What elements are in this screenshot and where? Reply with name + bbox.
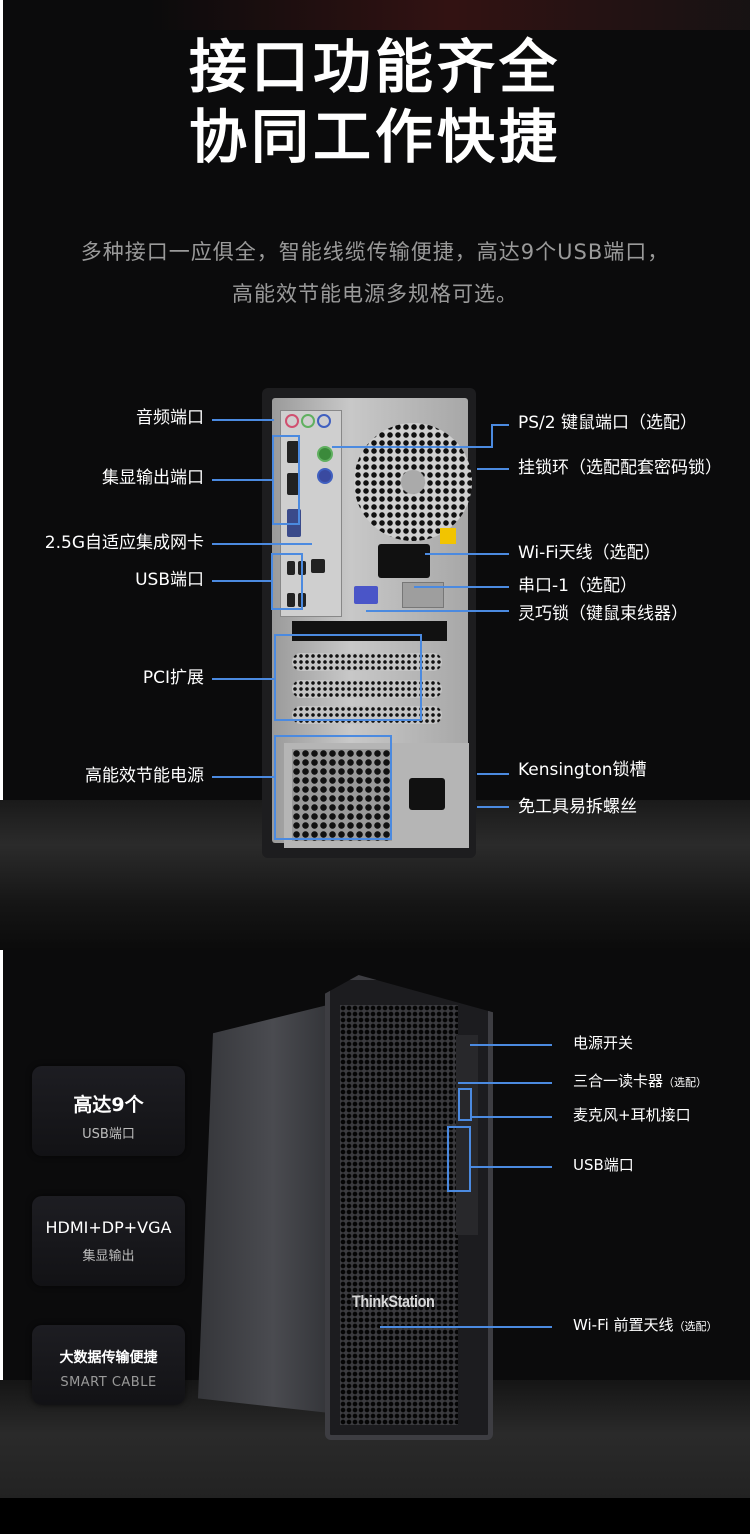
leader-line (212, 678, 274, 680)
wifi-antenna-cover (378, 544, 430, 578)
subtitle-line-2: 高能效节能电源多规格可选。 (232, 282, 518, 306)
label-usb-rear: USB端口 (135, 570, 204, 590)
label-padlock-loop: 挂锁环（选配配套密码锁） (518, 458, 722, 478)
usb-port-icon (287, 561, 295, 575)
leader-line (470, 1044, 552, 1046)
leader-line (380, 1326, 552, 1328)
card-caption: 集显输出 (82, 1249, 135, 1264)
left-edge (0, 0, 3, 1534)
subtitle-line-1: 多种接口一应俱全，智能线缆传输便捷，高达9个USB端口， (80, 240, 670, 264)
label-kensington: Kensington锁槽 (518, 760, 647, 780)
power-socket-icon (409, 778, 445, 810)
feature-card-smart-cable: 大数据传输便捷 SMART CABLE (32, 1325, 185, 1405)
displayport-icon (287, 441, 299, 463)
front-mesh (340, 1005, 458, 1425)
label-display-output: 集显输出端口 (102, 468, 204, 488)
optional-note: （选配） (673, 1320, 718, 1333)
warning-label-icon (440, 528, 456, 544)
label-serial-port: 串口-1（选配） (518, 576, 637, 596)
label-tool-free-screw: 免工具易拆螺丝 (518, 797, 637, 817)
audio-jack-green-icon (301, 414, 315, 428)
pci-slot-cover (292, 680, 442, 698)
rear-case-image (262, 388, 476, 858)
leader-line (471, 1116, 552, 1118)
leader-line (425, 553, 509, 555)
feature-card-usb: 高达9个 USB端口 (32, 1066, 185, 1156)
label-text: 电源开关 (573, 1034, 634, 1052)
card-caption: USB端口 (82, 1127, 135, 1142)
front-io-panel (456, 1035, 478, 1235)
pci-slot-cover (292, 653, 442, 671)
label-front-wifi-antenna: Wi-Fi 前置天线（选配） (573, 1318, 718, 1333)
leader-line (477, 773, 509, 775)
leader-line (212, 479, 272, 481)
label-audio-port: 音频端口 (136, 408, 204, 428)
leader-line (414, 586, 509, 588)
tower-side-panel (198, 1000, 348, 1415)
label-text: 三合一读卡器 (573, 1072, 664, 1090)
leader-line (491, 424, 493, 448)
card-caption: SMART CABLE (60, 1375, 157, 1390)
leader-line (212, 776, 274, 778)
label-usb-front: USB端口 (573, 1158, 634, 1173)
rear-plate (272, 398, 472, 848)
label-pci: PCI扩展 (142, 668, 204, 688)
card-headline: 高达9个 (73, 1094, 144, 1116)
label-card-reader: 三合一读卡器（选配） (573, 1074, 707, 1089)
leader-line (477, 468, 509, 470)
feature-card-display: HDMI+DP+VGA 集显输出 (32, 1196, 185, 1286)
label-power-button: 电源开关 (573, 1036, 633, 1051)
label-text: 麦克风+耳机接口 (573, 1106, 691, 1124)
audio-jack-blue-icon (317, 414, 331, 428)
front-usb-highlight (447, 1126, 471, 1192)
ethernet-port-icon (311, 559, 325, 573)
page-title-line-2: 协同工作快捷 (188, 103, 561, 171)
leader-line (332, 446, 492, 448)
tower-front-image: ThinkStation (325, 975, 493, 1440)
label-ps2: PS/2 键鼠端口（选配） (518, 413, 697, 433)
leader-line (458, 1082, 552, 1084)
leader-line (477, 806, 509, 808)
graphics-slot (292, 621, 447, 641)
label-smart-lock: 灵巧锁（键鼠束线器） (518, 604, 688, 624)
pci-highlight (274, 634, 422, 721)
card-headline: 大数据传输便捷 (59, 1350, 158, 1366)
label-text: USB端口 (573, 1156, 634, 1174)
leader-line (212, 419, 274, 421)
ps2-mouse-port-icon (317, 446, 333, 462)
smart-lock-clip (354, 586, 378, 604)
usb-ports-highlight (271, 553, 303, 610)
optional-note: （选配） (663, 1076, 708, 1089)
label-mic-headphone: 麦克风+耳机接口 (573, 1108, 691, 1123)
top-glow (150, 0, 750, 30)
bottom-band (0, 1498, 750, 1534)
label-psu: 高能效节能电源 (85, 766, 204, 786)
audio-jack-highlight (458, 1088, 472, 1121)
label-wifi-antenna: Wi-Fi天线（选配） (518, 543, 661, 563)
ps2-keyboard-port-icon (317, 468, 333, 484)
page-title-line-1: 接口功能齐全 (188, 33, 561, 101)
label-text: Wi-Fi 前置天线 (573, 1316, 674, 1334)
leader-line (212, 580, 271, 582)
case-fan-grille (354, 423, 472, 541)
psu-highlight (274, 735, 392, 840)
leader-line (212, 543, 312, 545)
power-supply (284, 743, 469, 848)
usb-port-icon (287, 593, 295, 607)
audio-jack-pink-icon (285, 414, 299, 428)
hdmi-port-icon (287, 473, 299, 495)
psu-fan-grille (292, 749, 392, 841)
leader-line (366, 610, 509, 612)
card-headline: HDMI+DP+VGA (45, 1218, 172, 1237)
leader-line (491, 424, 509, 426)
leader-line (471, 1166, 552, 1168)
label-ethernet: 2.5G自适应集成网卡 (44, 533, 204, 553)
display-ports-highlight (272, 435, 300, 525)
thinkstation-logo: ThinkStation (352, 1292, 435, 1311)
